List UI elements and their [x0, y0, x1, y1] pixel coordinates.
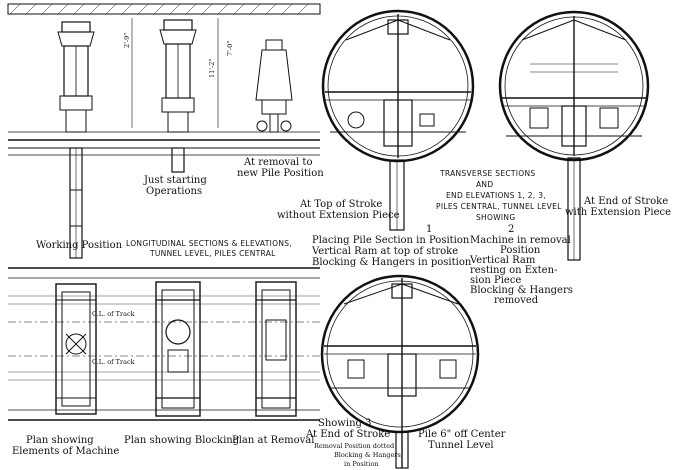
machine-removal	[255, 39, 293, 133]
caption-removal-dotted-2: Blocking & Hangers	[334, 451, 401, 459]
caption-pile-off-center-1: Pile 6" off Center	[418, 429, 506, 440]
caption-plan-elements-2: Elements of Machine	[12, 446, 119, 457]
caption-longitudinal-1: LONGITUDINAL SECTIONS & ELEVATIONS,	[126, 239, 292, 248]
caption-plan-blocking: Plan showing Blocking	[124, 435, 240, 446]
fig-number-2: 2	[508, 224, 514, 235]
caption-transverse-4: PILES CENTRAL, TUNNEL LEVEL	[436, 202, 562, 211]
caption-placing-pile-2: Vertical Ram at top of stroke	[311, 246, 458, 257]
caption-machine-removal-6: Blocking & Hangers	[470, 285, 573, 296]
fig-number-1: 1	[426, 224, 432, 235]
dimension-3: 7'-0"	[226, 41, 234, 56]
caption-transverse-3: END ELEVATIONS 1, 2, 3,	[446, 191, 546, 200]
caption-removal-dotted-3: in Position	[344, 460, 379, 468]
caption-transverse-5: SHOWING	[476, 213, 515, 222]
caption-machine-removal-2: Position	[500, 245, 541, 256]
caption-pile-off-center-2: Tunnel Level	[428, 440, 494, 451]
longitudinal-section: 2'-9" 11'-2" 7'-0"	[7, 3, 321, 259]
plan-views	[8, 267, 320, 421]
caption-placing-pile-1: Placing Pile Section in Position	[312, 235, 470, 246]
caption-machine-removal-7: removed	[494, 295, 539, 306]
caption-just-starting-2: Operations	[146, 186, 202, 197]
caption-machine-removal-5: sion Piece	[470, 275, 521, 286]
caption-showing-3-1: Showing 3	[318, 418, 371, 429]
caption-machine-removal-3: Vertical Ram	[469, 255, 536, 266]
caption-at-removal-1: At removal to	[243, 157, 312, 168]
label-cl-track-1: C.L. of Track	[92, 310, 135, 318]
caption-just-starting-1: Just starting	[143, 175, 207, 186]
caption-transverse-2: AND	[476, 180, 493, 189]
label-cl-track-2: C.L. of Track	[92, 358, 135, 366]
dimension-2: 11'-2"	[208, 59, 216, 78]
caption-top-of-stroke-1: At Top of Stroke	[299, 199, 382, 210]
caption-at-removal-2: new Pile Position	[237, 168, 324, 179]
caption-working-position: Working Position	[36, 240, 123, 251]
caption-plan-elements-1: Plan showing	[26, 435, 94, 446]
caption-end-stroke-ext-1: At End of Stroke	[583, 196, 668, 207]
dimension-1: 2'-9"	[123, 33, 131, 48]
machine-starting	[159, 19, 197, 173]
machine-working	[57, 21, 95, 259]
caption-plan-removal: Plan at Removal	[232, 435, 314, 446]
transverse-section-2	[498, 10, 650, 261]
caption-removal-dotted-1: Removal Position dotted	[314, 442, 394, 450]
caption-showing-3-2: At End of Stroke	[305, 429, 390, 440]
caption-end-stroke-ext-2: with Extension Piece	[565, 207, 671, 218]
transverse-section-1	[321, 9, 475, 231]
caption-machine-removal-4: resting on Exten-	[470, 265, 557, 276]
caption-placing-pile-3: Blocking & Hangers in position	[312, 257, 472, 268]
caption-top-of-stroke-2: without Extension Piece	[277, 210, 400, 221]
transverse-section-3	[320, 274, 480, 469]
caption-transverse-1: TRANSVERSE SECTIONS	[439, 169, 535, 178]
caption-longitudinal-2: TUNNEL LEVEL, PILES CENTRAL	[149, 249, 276, 258]
caption-machine-removal-1: Machine in removal	[470, 235, 571, 246]
